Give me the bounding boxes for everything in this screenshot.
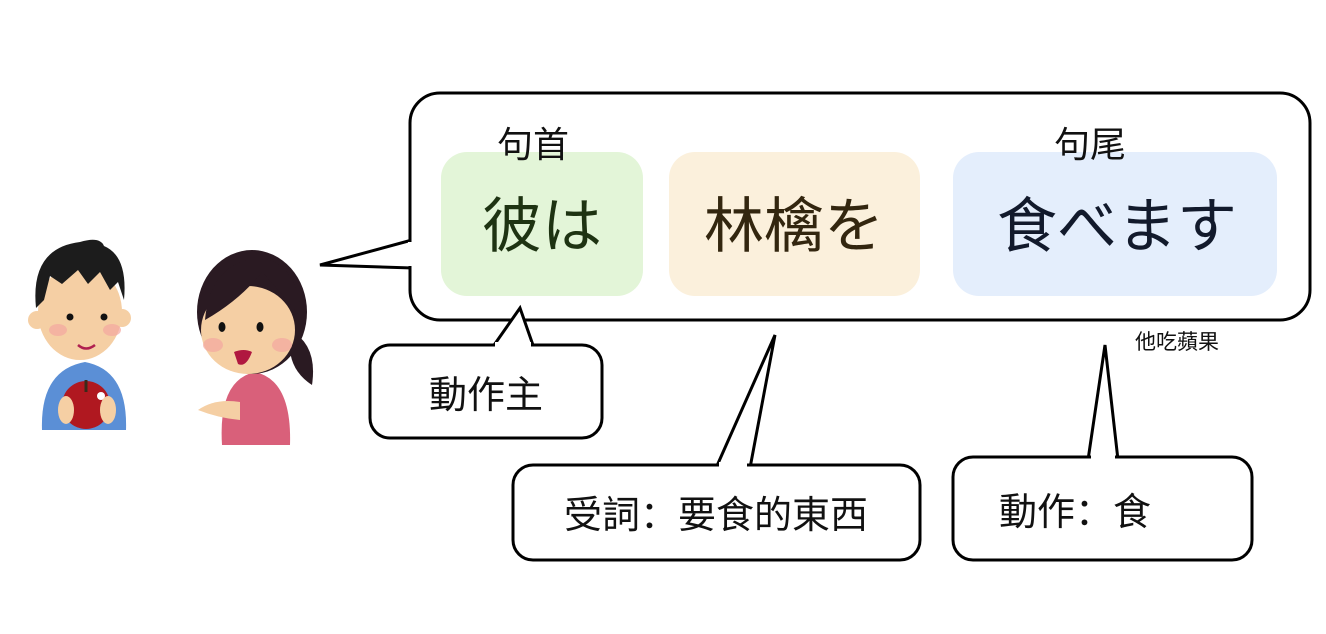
apple-icon [62,380,110,429]
callout-action: 動作：食 [951,344,1254,562]
callout-object: 受詞：要食的東西 [511,334,922,562]
boy-illustration [28,239,131,430]
callout-object-text: 受詞：要食的東西 [564,493,868,537]
subject-word: 彼は [482,192,602,262]
callout-agent: 動作主 [368,304,604,440]
verb-box [953,152,1277,296]
subject-box [441,152,643,296]
object-word: 林檎を [704,192,884,262]
object-box [669,152,920,296]
callout-action-text: 動作：食 [999,490,1151,534]
sentence-tail-label: 句尾 [1054,125,1126,166]
sentence-head-label: 句首 [497,125,569,166]
girl-illustration [197,250,314,445]
callout-agent-text: 動作主 [429,373,543,417]
verb-word: 食べます [997,192,1237,262]
translation-text: 他吃蘋果 [1135,330,1219,354]
speech-bubble: 句首 句尾 彼は 林檎を 食べます [319,91,1312,322]
